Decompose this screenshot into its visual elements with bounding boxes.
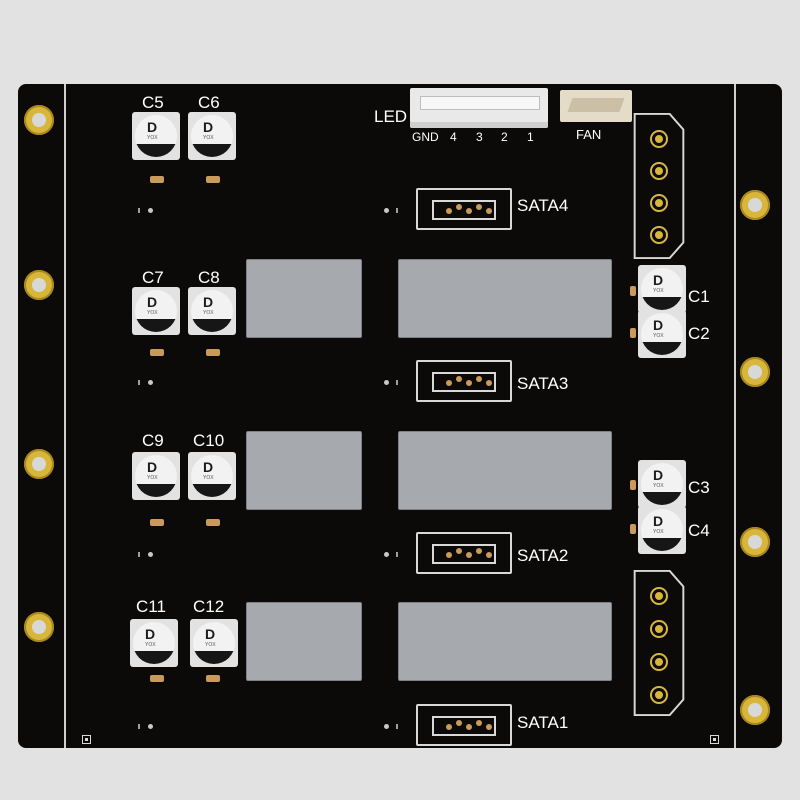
sata3-label: SATA3 — [517, 374, 569, 393]
cap-label-c2: C2 — [688, 324, 710, 343]
cap-label-c3: C3 — [688, 478, 710, 497]
cap-label-c6: C6 — [198, 93, 220, 112]
pad-small-row3 — [246, 602, 362, 681]
led-footprint — [148, 380, 153, 385]
cap-label-c4: C4 — [688, 521, 710, 540]
mounting-hole — [24, 449, 54, 479]
pad-small-row2 — [246, 431, 362, 510]
pcb-board: LED GND 4 3 2 1 FAN SATA4 — [18, 84, 782, 748]
sata-connector-1[interactable] — [416, 704, 512, 746]
led-label: LED — [374, 107, 408, 126]
led-footprint-mark — [396, 380, 398, 385]
smd-resistor — [150, 675, 164, 682]
led-pin-2: 2 — [501, 130, 508, 144]
pad-large-row1 — [398, 259, 612, 338]
led-connector-slot — [420, 96, 540, 110]
led-pin-gnd: GND — [412, 130, 439, 144]
led-footprint — [384, 208, 389, 213]
smd-resistor — [206, 675, 220, 682]
sata-connector-3[interactable] — [416, 360, 512, 402]
sata1-label: SATA1 — [517, 713, 569, 732]
mounting-hole — [740, 357, 770, 387]
led-footprint — [384, 724, 389, 729]
led-footprint — [148, 552, 153, 557]
sata-connector-2[interactable] — [416, 532, 512, 574]
led-connector[interactable] — [410, 88, 548, 128]
smd-resistor — [150, 349, 164, 356]
mounting-hole — [740, 695, 770, 725]
pad-small-row1 — [246, 259, 362, 338]
led-footprint-mark — [138, 724, 140, 729]
pad-large-row3 — [398, 602, 612, 681]
fan-connector-slot — [567, 98, 625, 112]
led-footprint-mark — [396, 724, 398, 729]
led-footprint — [148, 208, 153, 213]
cap-label-c5: C5 — [142, 93, 164, 112]
led-footprint-mark — [396, 208, 398, 213]
fiducial-marker — [710, 735, 719, 744]
mounting-hole — [740, 190, 770, 220]
sata-connector-4[interactable] — [416, 188, 512, 230]
cap-label-c9: C9 — [142, 431, 164, 450]
led-footprint-mark — [138, 380, 140, 385]
cap-pad — [630, 480, 636, 490]
smd-resistor — [206, 519, 220, 526]
cap-label-c1: C1 — [688, 287, 710, 306]
smd-resistor — [206, 176, 220, 183]
led-footprint — [148, 724, 153, 729]
sata2-label: SATA2 — [517, 546, 569, 565]
sata4-label: SATA4 — [517, 196, 569, 215]
cap-label-c11: C11 — [136, 597, 166, 616]
cap-pad — [630, 286, 636, 296]
led-footprint-mark — [138, 552, 140, 557]
cap-label-c12: C12 — [193, 597, 225, 616]
led-footprint — [384, 552, 389, 557]
led-pin-3: 3 — [476, 130, 483, 144]
cap-pad — [630, 328, 636, 338]
molex-power-connector-top[interactable] — [632, 112, 686, 260]
molex-pins-bottom — [632, 569, 686, 717]
led-pin-4: 4 — [450, 130, 457, 144]
fiducial-marker — [82, 735, 91, 744]
left-rail-line — [64, 84, 66, 748]
mounting-hole — [24, 105, 54, 135]
cap-label-c8: C8 — [198, 268, 220, 287]
fan-label: FAN — [576, 127, 602, 142]
led-footprint-mark — [396, 552, 398, 557]
smd-resistor — [150, 519, 164, 526]
led-pin-1: 1 — [527, 130, 534, 144]
cap-label-c10: C10 — [193, 431, 225, 450]
cap-label-c7: C7 — [142, 268, 164, 287]
right-rail-line — [734, 84, 736, 748]
pad-large-row2 — [398, 431, 612, 510]
cap-pad — [630, 524, 636, 534]
mounting-hole — [24, 270, 54, 300]
mounting-hole — [24, 612, 54, 642]
smd-resistor — [150, 176, 164, 183]
smd-resistor — [206, 349, 220, 356]
mounting-hole — [740, 527, 770, 557]
molex-power-connector-bottom[interactable] — [632, 569, 686, 717]
led-footprint-mark — [138, 208, 140, 213]
fan-connector[interactable] — [560, 90, 632, 122]
molex-pins-top — [632, 112, 686, 260]
led-footprint — [384, 380, 389, 385]
